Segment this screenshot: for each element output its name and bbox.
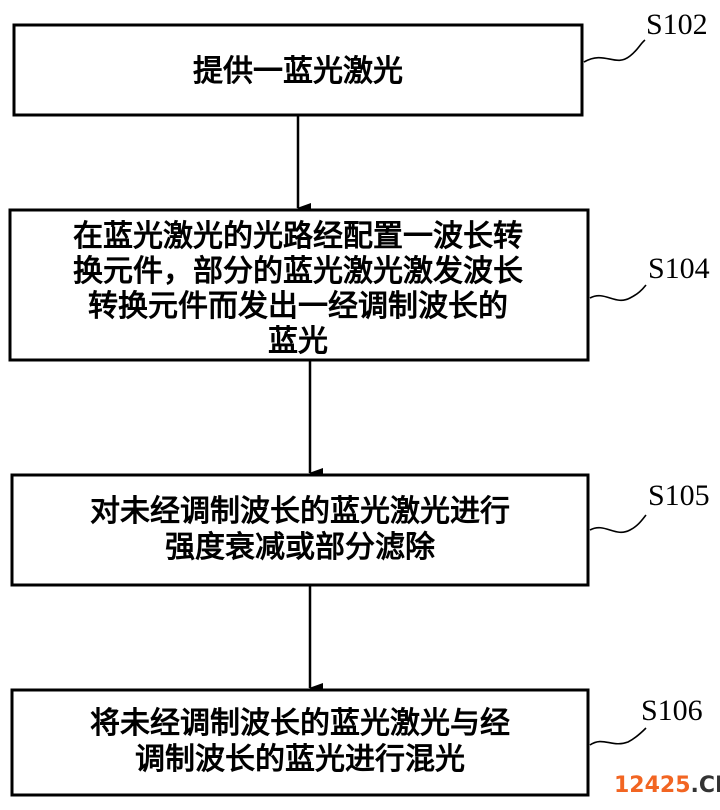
step-box	[10, 688, 590, 797]
step-text: 对未经调制波长的蓝光激光进行	[90, 494, 510, 529]
step-label: S102	[646, 8, 708, 41]
step-text: 换元件，部分的蓝光激光激发波长	[73, 254, 523, 289]
step-label: S105	[648, 479, 710, 512]
step-label: S106	[641, 694, 703, 727]
step-text: 调制波长的蓝光进行混光	[135, 742, 465, 777]
watermark-suffix: .CN	[690, 773, 720, 798]
step-s105: 对未经调制波长的蓝光激光进行 强度衰减或部分滤除 S105	[10, 473, 710, 587]
step-s102: 提供一蓝光激光 S102	[12, 8, 708, 117]
leader-line	[589, 284, 647, 302]
leader-line	[589, 727, 647, 746]
step-s104: 在蓝光激光的光路经配置一波长转 换元件，部分的蓝光激光激发波长 转换元件而发出一…	[8, 208, 710, 362]
step-text: 提供一蓝光激光	[193, 54, 403, 89]
leader-line	[589, 514, 647, 534]
watermark-number: 12425	[614, 773, 691, 798]
step-label: S104	[648, 252, 710, 285]
step-s106: 将未经调制波长的蓝光激光与经 调制波长的蓝光进行混光 S106	[10, 688, 703, 797]
step-box	[8, 208, 590, 362]
step-text: 转换元件而发出一经调制波长的	[88, 289, 508, 324]
step-box	[12, 23, 584, 117]
step-box	[10, 473, 590, 587]
watermark-logo: 12425.CN	[614, 773, 720, 798]
step-text: 强度衰减或部分滤除	[165, 530, 436, 565]
step-text: 蓝光	[268, 324, 328, 359]
step-text: 在蓝光激光的光路经配置一波长转	[73, 219, 523, 254]
step-text: 将未经调制波长的蓝光激光与经	[90, 706, 510, 741]
leader-line	[583, 39, 646, 63]
